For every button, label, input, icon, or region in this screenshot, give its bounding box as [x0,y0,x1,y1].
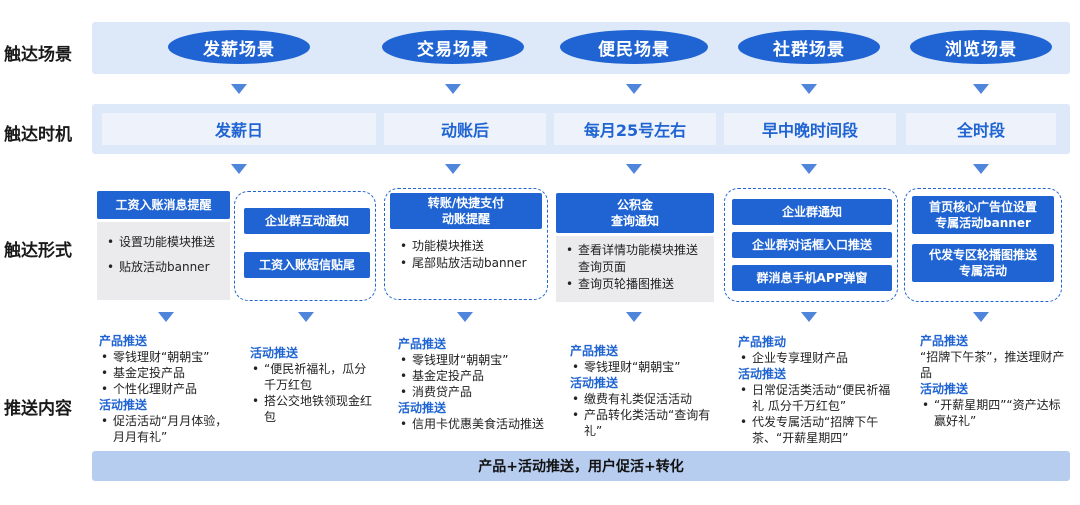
time-convenience: 每月25号左右 [554,113,716,145]
arrow-down-icon [973,164,989,174]
row-label-scene: 触达场景 [4,45,72,65]
content-browse: 产品推送 “招牌下午茶”，推送理财产品 活动推送 “开薪星期四”“资产达标赢好礼… [920,333,1066,429]
arrow-down-icon [445,164,461,174]
form-salary-dashed-button-2: 工资入账短信贴尾 [244,252,370,278]
arrow-down-icon [298,312,314,322]
list-item: 基金定投产品 [99,365,233,381]
content-paragraph: “招牌下午茶”，推送理财产品 [920,350,1065,380]
time-browse: 全时段 [906,113,1056,145]
arrow-down-icon [973,312,989,322]
time-community: 早中晚时间段 [724,113,896,145]
content-heading: 产品推送 [920,334,969,348]
list-item: 产品转化类活动“查询有礼” [570,407,716,439]
list-item: 日常促活类活动“便民祈福礼 瓜分千万红包” [738,382,898,414]
form-community-button-3: 群消息手机APP弹窗 [732,265,892,291]
arrow-down-icon [457,312,473,322]
list-item: 零钱理财“朝朝宝” [570,359,716,375]
arrow-down-icon [231,84,247,94]
time-trade: 动账后 [384,113,546,145]
form-browse-button-2: 代发专区轮播图推送 专属活动 [912,244,1054,282]
form-community-button-2: 企业群对话框入口推送 [732,232,892,258]
content-heading: 活动推送 [398,401,447,415]
content-heading: 活动推送 [99,398,148,412]
list-item: “开薪星期四”“资产达标赢好礼” [920,397,1066,429]
arrow-down-icon [973,84,989,94]
content-community: 产品推动 企业专享理财产品 活动推送 日常促活类活动“便民祈福礼 瓜分千万红包”… [738,334,898,446]
scene-salary: 发薪场景 [168,30,310,64]
list-item: 基金定投产品 [398,368,546,384]
arrow-down-icon [626,164,642,174]
list-item: 功能模块推送 [398,238,536,255]
list-item: 零钱理财“朝朝宝” [99,349,233,365]
content-trade: 产品推送 零钱理财“朝朝宝” 基金定投产品 消费贷产品 活动推送 信用卡优惠美食… [398,336,546,432]
arrow-down-icon [445,84,461,94]
list-item: “便民祈福礼，瓜分千万红包 [250,361,376,393]
list-item: 搭公交地铁领现金红包 [250,393,376,425]
list-item: 企业专享理财产品 [738,350,898,366]
content-heading: 产品推送 [99,334,148,348]
form-community-button-1: 企业群通知 [732,199,892,225]
arrow-down-icon [626,84,642,94]
form-salary-dashed-button-1: 企业群互动通知 [244,208,370,234]
row-label-time: 触达时机 [4,125,72,145]
form-trade-list: 功能模块推送 尾部贴放活动banner [390,232,542,296]
form-browse-button2-line2: 专属活动 [958,264,1007,278]
list-item: 设置功能模块推送 [105,234,224,251]
arrow-down-icon [231,164,247,174]
form-browse-button1-line1: 首页核心广告位设置 [928,200,1037,214]
content-heading: 产品推动 [738,335,787,349]
list-item: 促活活动“月月体验，月月有礼” [99,413,233,445]
list-item: 尾部贴放活动banner [398,255,536,272]
form-convenience-button: 公积金 查询通知 [556,193,714,233]
scene-community: 社群场景 [738,30,880,64]
arrow-down-icon [158,312,174,322]
arrow-down-icon [801,84,817,94]
scene-convenience: 便民场景 [560,30,708,64]
content-heading: 产品推送 [570,344,619,358]
form-trade-button: 转账/快捷支付 动账提醒 [390,193,542,229]
list-item: 个性化理财产品 [99,381,233,397]
form-trade-button-line1: 转账/快捷支付 [427,196,505,210]
content-heading: 活动推送 [738,367,787,381]
form-convenience-list: 查看详情功能模块推送查询页面 查询页轮播图推送 [556,236,714,302]
list-item: 缴费有礼类促活活动 [570,391,716,407]
list-item: 信用卡优惠美食活动推送 [398,416,546,432]
form-salary-list: 设置功能模块推送 贴放活动banner [97,222,230,300]
content-salary-products: 产品推送 零钱理财“朝朝宝” 基金定投产品 个性化理财产品 活动推送 促活活动“… [99,333,233,445]
form-browse-dashed-group [904,188,1062,302]
list-item: 代发专属活动“招牌下午茶、“开薪星期四” [738,414,898,446]
list-item: 贴放活动banner [105,259,224,276]
form-convenience-button-line1: 公积金 [616,198,653,212]
form-community-dashed-group [724,188,898,302]
content-heading: 产品推送 [398,337,447,351]
form-browse-button2-line1: 代发专区轮播图推送 [928,248,1037,262]
form-trade-dashed-group [384,188,548,300]
content-heading: 活动推送 [920,382,969,396]
arrow-down-icon [801,312,817,322]
arrow-down-icon [801,164,817,174]
content-heading: 活动推送 [250,346,299,360]
content-heading: 活动推送 [570,376,619,390]
scene-trade: 交易场景 [382,30,524,64]
row-label-form: 触达形式 [4,241,72,261]
form-browse-button-1: 首页核心广告位设置 专属活动banner [912,196,1054,234]
time-salary: 发薪日 [102,113,376,145]
scene-browse: 浏览场景 [910,30,1052,64]
arrow-down-icon [626,312,642,322]
form-salary-dashed-group [234,191,376,301]
form-browse-button1-line2: 专属活动banner [935,216,1031,230]
list-item: 查询页轮播图推送 [564,276,708,293]
form-convenience-button-line2: 查询通知 [610,214,659,228]
form-salary-button: 工资入账消息提醒 [97,191,230,219]
summary-bar: 产品+活动推送，用户促活+转化 [92,451,1070,481]
content-convenience: 产品推送 零钱理财“朝朝宝” 活动推送 缴费有礼类促活活动 产品转化类活动“查询… [570,343,716,439]
form-trade-button-line2: 动账提醒 [441,212,490,226]
row-label-content: 推送内容 [4,399,72,419]
content-salary-activities: 活动推送 “便民祈福礼，瓜分千万红包 搭公交地铁领现金红包 [250,345,376,425]
list-item: 零钱理财“朝朝宝” [398,352,546,368]
list-item: 查看详情功能模块推送查询页面 [564,242,708,276]
list-item: 消费贷产品 [398,384,546,400]
